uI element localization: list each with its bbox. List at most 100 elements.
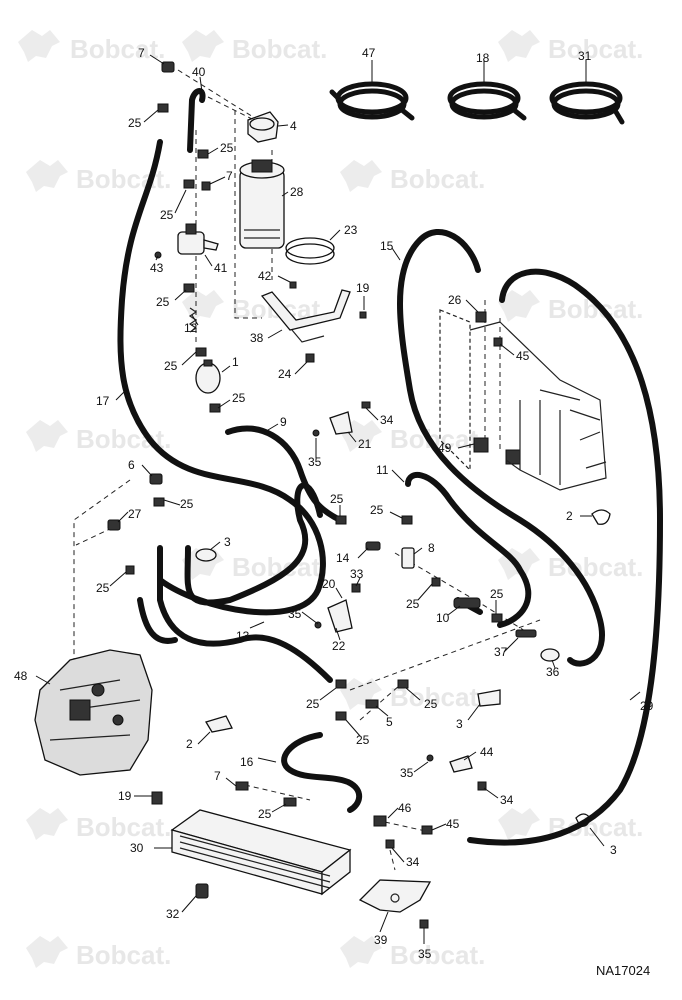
callout-label: 35 bbox=[418, 947, 432, 961]
callout-label: 30 bbox=[130, 841, 144, 855]
spring-12 bbox=[188, 307, 198, 333]
callout-label: 29 bbox=[640, 699, 654, 713]
watermark-logo: Bobcat. bbox=[26, 808, 171, 842]
callout-label: 1 bbox=[232, 355, 239, 369]
hose-40 bbox=[187, 88, 206, 153]
callout-label: 16 bbox=[240, 755, 254, 769]
callout-label: 3 bbox=[456, 717, 463, 731]
coil-hose-31 bbox=[549, 81, 625, 125]
callout-label: 43 bbox=[150, 261, 164, 275]
watermark-logo: Bobcat. bbox=[498, 290, 643, 324]
callout-label: 42 bbox=[258, 269, 272, 283]
watermark-text: Bobcat. bbox=[548, 34, 643, 64]
callout-label: 18 bbox=[476, 51, 490, 65]
callout-label: 23 bbox=[344, 223, 358, 237]
callout-label: 4 bbox=[290, 119, 297, 133]
callout-label: 25 bbox=[424, 697, 438, 711]
callout-label: 48 bbox=[14, 669, 28, 683]
fittings bbox=[107, 61, 611, 929]
watermark-logo: Bobcat. bbox=[182, 30, 327, 64]
callout-label: 25 bbox=[406, 597, 420, 611]
hydraulic-tank-49 bbox=[439, 309, 607, 491]
callout-label: 19 bbox=[356, 281, 370, 295]
callout-label: 25 bbox=[164, 359, 178, 373]
callout-label: 13 bbox=[236, 629, 250, 643]
callout-label: 46 bbox=[398, 801, 412, 815]
callout-label: 24 bbox=[278, 367, 292, 381]
oil-cooler-30 bbox=[170, 809, 352, 899]
callout-label: 6 bbox=[128, 458, 135, 472]
callout-label: 34 bbox=[380, 413, 394, 427]
watermark-logo: Bobcat. bbox=[340, 678, 485, 712]
hose-11 bbox=[405, 472, 532, 628]
callout-label: 39 bbox=[374, 933, 388, 947]
hose-9 bbox=[225, 425, 343, 523]
callout-label: 7 bbox=[226, 169, 233, 183]
filter-head-4 bbox=[247, 111, 279, 143]
watermark-logo: Bobcat. bbox=[26, 936, 171, 970]
watermark-logo: Bobcat. bbox=[18, 30, 165, 64]
callout-label: 7 bbox=[138, 46, 145, 60]
callout-labels: 7 40 4 25 25 7 25 28 23 43 41 42 19 25 1… bbox=[14, 46, 654, 961]
hose-layer bbox=[117, 88, 663, 846]
callout-label: 28 bbox=[290, 185, 304, 199]
callout-label: 25 bbox=[306, 697, 320, 711]
callout-label: 20 bbox=[322, 577, 336, 591]
watermark-text: Bobcat. bbox=[76, 812, 171, 842]
filter-1 bbox=[195, 359, 221, 394]
hose-17 bbox=[117, 139, 326, 616]
callout-label: 3 bbox=[224, 535, 231, 549]
watermark-text: Bobcat. bbox=[76, 164, 171, 194]
callout-label: 49 bbox=[438, 441, 452, 455]
callout-label: 19 bbox=[118, 789, 132, 803]
callout-label: 8 bbox=[428, 541, 435, 555]
watermark-logo: Bobcat. bbox=[340, 160, 485, 194]
callout-label: 12 bbox=[184, 321, 198, 335]
callout-label: 45 bbox=[516, 349, 530, 363]
callout-label: 25 bbox=[96, 581, 110, 595]
coil-hose-47 bbox=[329, 81, 415, 121]
callout-label: 47 bbox=[362, 46, 376, 60]
watermark-text: Bobcat. bbox=[390, 164, 485, 194]
band-clamp-23 bbox=[285, 237, 335, 265]
watermark-logo: Bobcat. bbox=[340, 936, 485, 970]
callout-label: 35 bbox=[288, 607, 302, 621]
mounting-bracket-38 bbox=[260, 289, 351, 343]
callout-label: 34 bbox=[500, 793, 514, 807]
callout-label: 31 bbox=[578, 49, 592, 63]
callout-label: 22 bbox=[332, 639, 346, 653]
callout-label: 25 bbox=[356, 733, 370, 747]
callout-label: 26 bbox=[448, 293, 462, 307]
callout-label: 40 bbox=[192, 65, 206, 79]
watermark-logo: Bobcat. bbox=[498, 30, 643, 64]
callout-label: 33 bbox=[350, 567, 364, 581]
hose-15 bbox=[397, 229, 605, 667]
callout-label: 35 bbox=[400, 766, 414, 780]
callout-label: 5 bbox=[386, 715, 393, 729]
hose-16 bbox=[281, 732, 363, 813]
callout-label: 15 bbox=[380, 239, 394, 253]
callout-label: 7 bbox=[214, 769, 221, 783]
hose-13b bbox=[184, 482, 323, 606]
callout-label: 35 bbox=[308, 455, 322, 469]
transmission-housing-48 bbox=[34, 649, 153, 776]
hose-29 bbox=[467, 268, 663, 846]
callout-label: 25 bbox=[490, 587, 504, 601]
figure-reference: NA17024 bbox=[596, 963, 650, 978]
callout-label: 38 bbox=[250, 331, 264, 345]
valve-41 bbox=[177, 223, 219, 255]
leader-lines bbox=[35, 54, 641, 944]
filter-canister-28 bbox=[239, 159, 285, 249]
callout-label: 25 bbox=[180, 497, 194, 511]
callout-label: 25 bbox=[160, 208, 174, 222]
coil-hose-18 bbox=[447, 81, 527, 121]
callout-label: 17 bbox=[96, 394, 110, 408]
callout-label: 36 bbox=[546, 665, 560, 679]
callout-label: 10 bbox=[436, 611, 450, 625]
callout-label: 32 bbox=[166, 907, 180, 921]
watermark-text: Bobcat. bbox=[390, 940, 485, 970]
callout-label: 21 bbox=[358, 437, 372, 451]
callout-label: 25 bbox=[370, 503, 384, 517]
callout-label: 25 bbox=[232, 391, 246, 405]
